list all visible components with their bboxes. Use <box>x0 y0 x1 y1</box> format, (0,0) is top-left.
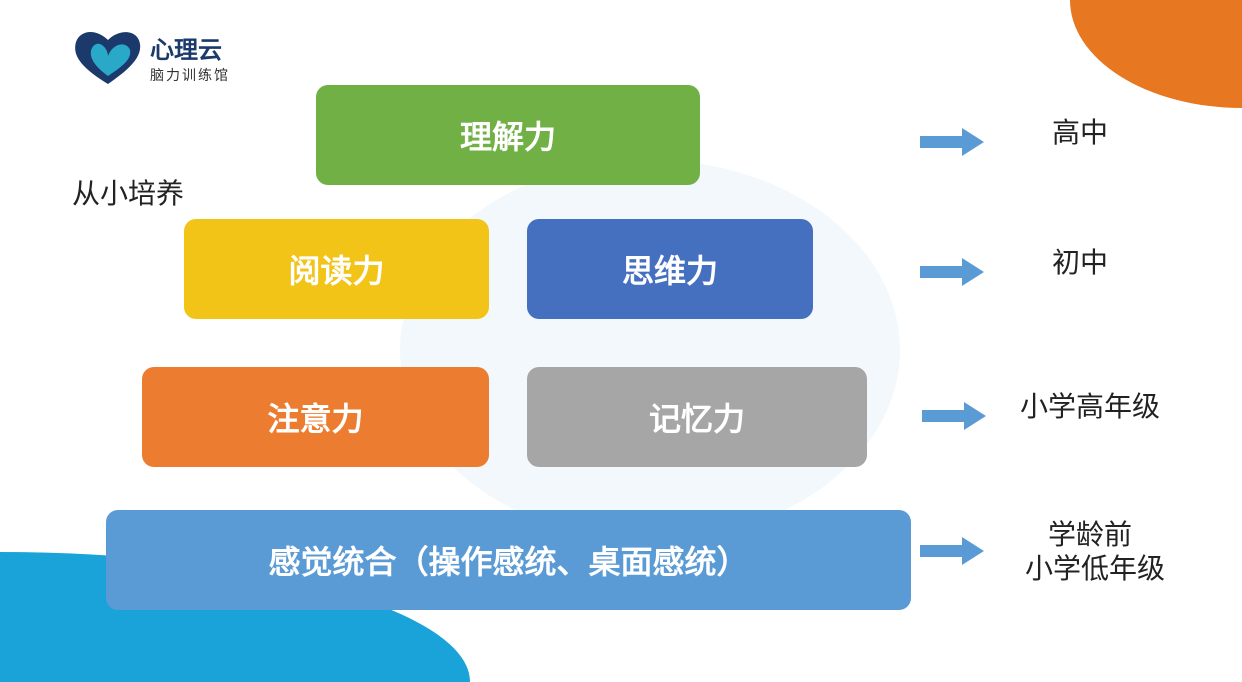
level-middle-school: 初中 <box>1051 246 1108 279</box>
level-high-school: 高中 <box>1051 116 1108 149</box>
box-thinking: 思维力 <box>527 219 813 319</box>
orange-corner-decoration <box>1070 0 1242 108</box>
watermark-heart <box>400 160 900 540</box>
box-attention: 注意力 <box>142 367 489 467</box>
level-lower-primary: 小学低年级 <box>1024 552 1165 585</box>
level-preschool: 学龄前 <box>1047 518 1132 551</box>
heart-logo-icon <box>75 31 141 84</box>
arrow-icon <box>920 128 984 156</box>
arrow-icon <box>920 537 984 565</box>
box-sensory-integration: 感觉统合（操作感统、桌面感统） <box>106 510 911 610</box>
logo: 心理云 脑力训练馆 <box>72 28 230 86</box>
arrow-icon <box>922 402 986 430</box>
side-label: 从小培养 <box>72 177 185 210</box>
logo-subtitle: 脑力训练馆 <box>150 67 230 84</box>
box-reading: 阅读力 <box>184 219 489 319</box>
box-memory: 记忆力 <box>527 367 867 467</box>
logo-name: 心理云 <box>150 35 222 64</box>
arrow-icon <box>920 258 984 286</box>
box-comprehension: 理解力 <box>316 85 700 185</box>
level-upper-primary: 小学高年级 <box>1019 390 1160 423</box>
